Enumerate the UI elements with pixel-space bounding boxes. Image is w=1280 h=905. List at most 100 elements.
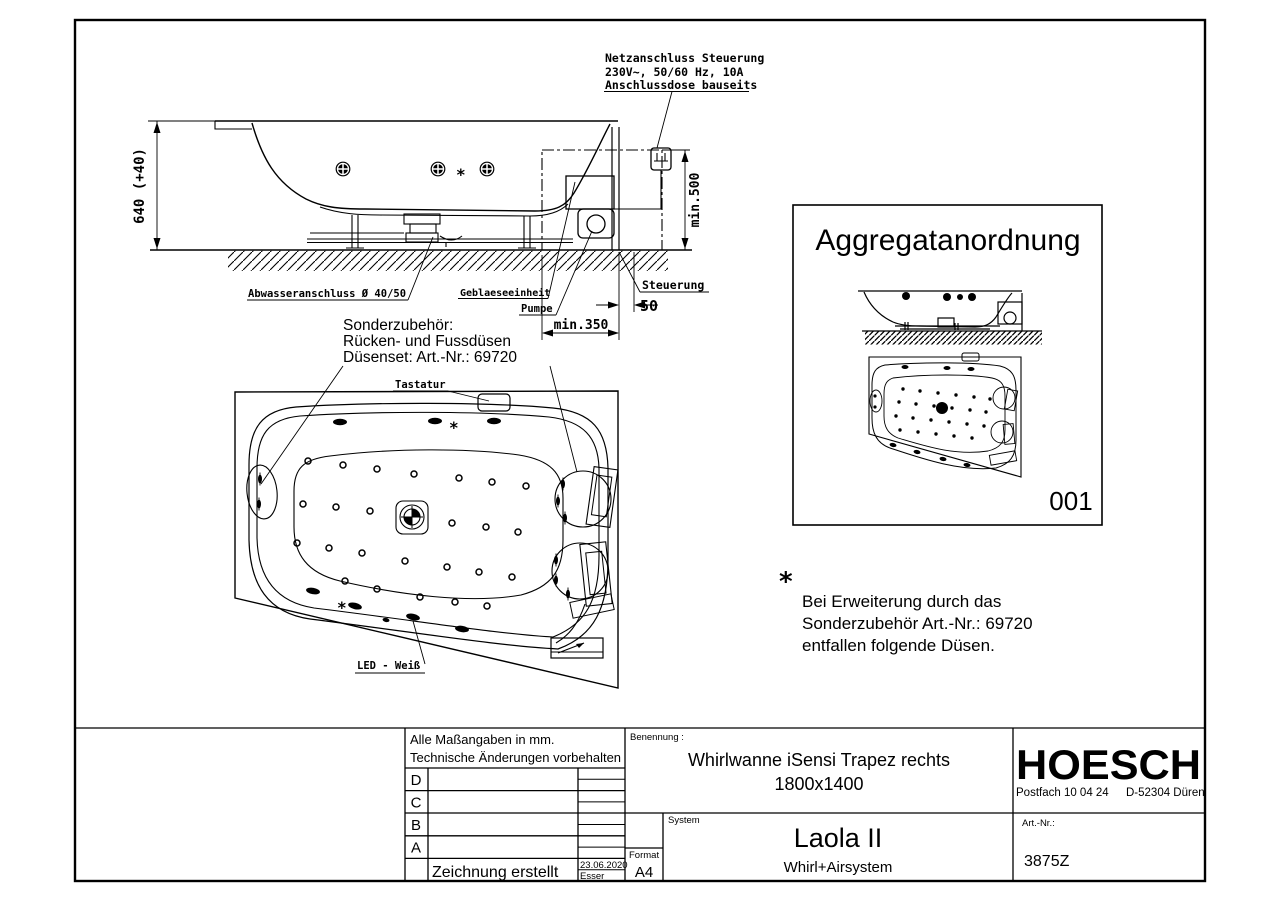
plan-outline xyxy=(234,390,619,689)
back-jet xyxy=(553,553,559,567)
dim-height-label: 640 (+40) xyxy=(132,148,148,224)
floor-air-jets xyxy=(293,457,530,610)
aggregate-box-border xyxy=(792,204,1103,526)
electronic-unit xyxy=(550,637,604,659)
back-jet-cluster-right-2 xyxy=(551,542,609,600)
rim-inner xyxy=(256,411,600,638)
equipment-lower xyxy=(579,541,613,607)
pump-label: Pumpe xyxy=(521,303,553,315)
jet-icon xyxy=(335,161,351,177)
aggregate-box-title: Aggregatanordnung xyxy=(815,224,1080,257)
mini-plan-view xyxy=(868,352,1022,478)
footnote-line2: Sonderzubehör Art.-Nr.: 69720 xyxy=(802,614,1033,633)
power-socket-icon xyxy=(650,147,672,171)
power-note-line1: Netzanschluss Steuerung xyxy=(605,51,764,65)
tb-created-by: Esser xyxy=(580,871,604,882)
back-jet-cluster-left xyxy=(246,464,278,520)
tb-system-subtitle: Whirl+Airsystem xyxy=(784,859,893,876)
company-city: D-52304 Düren xyxy=(1126,787,1205,799)
mini-side-view xyxy=(858,290,1042,332)
keypad-label: Tastatur xyxy=(395,379,446,391)
tb-name-line1: Whirlwanne iSensi Trapez rechts xyxy=(688,750,950,770)
drain-label: Abwasseranschluss Ø 40/50 xyxy=(248,288,406,300)
back-jet xyxy=(560,477,566,491)
footnote: * Bei Erweiterung durch das Sonderzubehö… xyxy=(778,567,1033,655)
tb-rev-c: C xyxy=(411,795,422,812)
support-legs xyxy=(346,215,536,249)
control-unit-box xyxy=(541,149,663,251)
tb-created-label: Zeichnung erstellt xyxy=(432,864,559,881)
jet-icon xyxy=(430,161,446,177)
company-logo: HOESCH xyxy=(1016,741,1201,788)
blower-label: Geblaeseeinheit xyxy=(460,287,550,299)
plan-view: * * Tastatur LED - Weiß xyxy=(234,379,619,689)
tb-system-name: Laola II xyxy=(794,823,883,853)
footnote-line3: entfallen folgende Düsen. xyxy=(802,636,995,655)
back-jet xyxy=(562,511,568,525)
aggregate-sheet-number: 001 xyxy=(1049,486,1092,516)
led-leader xyxy=(355,620,426,674)
tb-note-line2: Technische Änderungen vorbehalten xyxy=(410,750,621,765)
led-label: LED - Weiß xyxy=(357,660,421,672)
side-view: * 640 (+40) min.500 min.350 50 Netzansch… xyxy=(132,51,764,340)
back-jet xyxy=(256,497,262,511)
keypad-leader xyxy=(393,390,490,402)
plan-asterisk-top: * xyxy=(449,418,459,437)
plan-asterisk-bottom: * xyxy=(337,598,347,617)
mini-ground-hatch xyxy=(865,331,1042,345)
pump-circle xyxy=(586,214,606,234)
accessory-line3: Düsenset: Art.-Nr.: 69720 xyxy=(343,349,517,366)
tb-rev-d: D xyxy=(411,772,422,789)
dim-min500-label: min.500 xyxy=(688,172,703,227)
tb-note-line1: Alle Maßangaben in mm. xyxy=(410,732,555,747)
accessory-line2: Rücken- und Fussdüsen xyxy=(343,333,511,350)
tb-format-label: Format xyxy=(629,850,659,861)
dim-50-label: 50 xyxy=(640,297,658,315)
equipment-upper xyxy=(585,465,619,529)
floor-outline xyxy=(293,449,564,600)
drain xyxy=(395,500,429,535)
sheet-frame xyxy=(73,18,1207,883)
drain-trap xyxy=(409,223,437,234)
title-block-grid xyxy=(75,727,1205,881)
control-label: Steuerung xyxy=(642,278,704,292)
tb-artnr-value: 3875Z xyxy=(1024,853,1070,870)
title-block: Alle Maßangaben in mm. Technische Änderu… xyxy=(75,727,1205,882)
jet-icon xyxy=(479,161,495,177)
accessory-note: Sonderzubehör: Rücken- und Fussdüsen Düs… xyxy=(260,317,578,485)
rim-side-jets xyxy=(306,417,501,633)
back-jet xyxy=(555,494,561,508)
company-po-box: Postfach 10 04 24 xyxy=(1016,787,1109,799)
electronic-unit-arrow xyxy=(576,643,584,648)
dimension-arrows xyxy=(153,122,689,337)
mini-plan-jets xyxy=(873,365,992,468)
rim-outer xyxy=(248,402,609,650)
footnote-marker: * xyxy=(778,567,794,597)
accessory-leader-lines xyxy=(260,365,578,485)
side-asterisk: * xyxy=(456,165,466,184)
blower-unit xyxy=(565,175,615,210)
pump-body xyxy=(577,208,615,239)
tb-system-label: System xyxy=(668,815,700,826)
tb-created-date: 23.06.2020 xyxy=(580,860,628,871)
power-note-line3: Anschlussdose bauseits xyxy=(605,78,757,92)
footnote-line1: Bei Erweiterung durch das xyxy=(802,592,1001,611)
dimension-lines xyxy=(148,91,749,340)
dim-min350-label: min.350 xyxy=(554,318,609,333)
tub-apron xyxy=(611,127,620,250)
mini-side-jets xyxy=(902,292,976,301)
tb-artnr-label: Art.-Nr.: xyxy=(1022,818,1055,829)
back-jet-cluster-right-1 xyxy=(554,470,612,528)
ground-hatch xyxy=(228,250,668,271)
power-note-line2: 230V~, 50/60 Hz, 10A xyxy=(605,65,744,79)
aggregate-box: Aggregatanordnung xyxy=(792,204,1103,526)
back-jet xyxy=(553,573,559,587)
tb-name-line2: 1800x1400 xyxy=(774,774,863,794)
keypad xyxy=(477,393,511,412)
tb-rev-a: A xyxy=(411,840,421,857)
tub-shell-profile xyxy=(251,122,611,212)
back-jet xyxy=(565,587,571,601)
tb-name-label: Benennung : xyxy=(630,732,684,743)
